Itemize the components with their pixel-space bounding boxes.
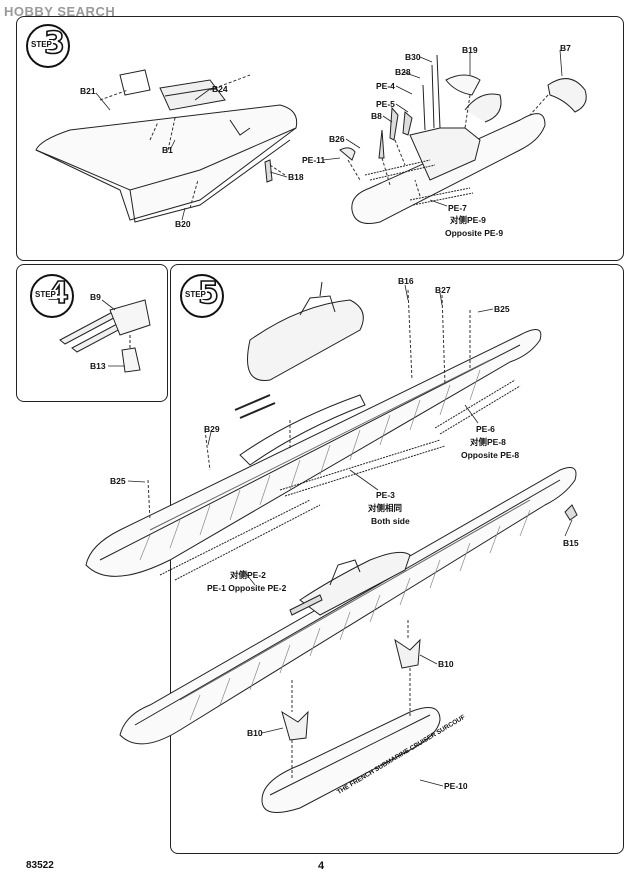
hull-with-tower-part — [339, 54, 587, 224]
label-pe9-cn: 对侧PE-9 — [450, 215, 486, 225]
label-b20: B20 — [175, 219, 191, 229]
step3-circle — [26, 24, 70, 68]
label-pe1: PE-1 Opposite PE-2 — [207, 583, 287, 593]
product-code: 83522 — [26, 860, 54, 871]
label-pe3-en: Both side — [371, 516, 410, 526]
submarine-upper-assembly — [85, 281, 542, 581]
label-b15: B15 — [563, 538, 579, 548]
label-pe11: PE-11 — [302, 155, 326, 165]
label-pe4: PE-4 — [376, 81, 395, 91]
twin-gun-part — [59, 299, 151, 373]
label-pe8-en: Opposite PE-8 — [461, 450, 520, 460]
label-b25-left: B25 — [110, 476, 126, 486]
label-pe5: PE-5 — [376, 99, 395, 109]
step3-panel — [16, 16, 624, 261]
step4-badge: 4 STEP — [30, 274, 74, 318]
label-pe9-en: Opposite PE-9 — [445, 228, 504, 238]
step4-panel — [16, 264, 168, 402]
label-pe10: PE-10 — [444, 781, 468, 791]
label-b25-top: B25 — [494, 304, 510, 314]
label-b18: B18 — [288, 172, 304, 182]
page-number: 4 — [318, 860, 325, 872]
label-pe6: PE-6 — [476, 424, 495, 434]
deck-rib-lines — [139, 369, 481, 561]
label-b27: B27 — [435, 285, 451, 295]
step5-word: STEP — [184, 290, 207, 299]
label-b10-right: B10 — [438, 659, 454, 669]
watermark: HOBBY SEARCH — [4, 4, 116, 19]
label-b29: B29 — [204, 424, 220, 434]
label-b24: B24 — [212, 84, 228, 94]
label-pe3: PE-3 — [376, 490, 395, 500]
step3-badge: 3 STEP — [26, 24, 70, 68]
label-pe8-cn: 对侧PE-8 — [470, 437, 506, 447]
label-b1: B1 — [162, 145, 173, 155]
submarine-lower-assembly — [119, 467, 578, 745]
step5-number: 5 — [197, 275, 219, 312]
label-b9: B9 — [90, 292, 101, 302]
step3-number: 3 — [43, 25, 65, 62]
label-b13: B13 — [90, 361, 106, 371]
label-pe7: PE-7 — [448, 203, 467, 213]
step5-badge: 5 STEP — [180, 274, 224, 318]
step4-number: 4 — [47, 275, 69, 312]
label-b21: B21 — [80, 86, 96, 96]
label-b26: B26 — [329, 134, 345, 144]
label-b19: B19 — [462, 45, 478, 55]
label-pe2-cn: 对侧PE-2 — [230, 570, 266, 580]
display-stand-parts — [261, 638, 441, 813]
step4-word: STEP — [34, 290, 57, 299]
hull-rib-lines-lower — [189, 509, 531, 721]
label-b8: B8 — [371, 111, 382, 121]
label-b28: B28 — [395, 67, 411, 77]
step3-word: STEP — [30, 40, 53, 49]
label-b7: B7 — [560, 43, 571, 53]
label-b10-left: B10 — [247, 728, 263, 738]
hull-half-part — [35, 69, 298, 223]
label-pe3-cn: 对侧相同 — [368, 503, 403, 513]
label-b30: B30 — [405, 52, 421, 62]
label-b16: B16 — [398, 276, 414, 286]
